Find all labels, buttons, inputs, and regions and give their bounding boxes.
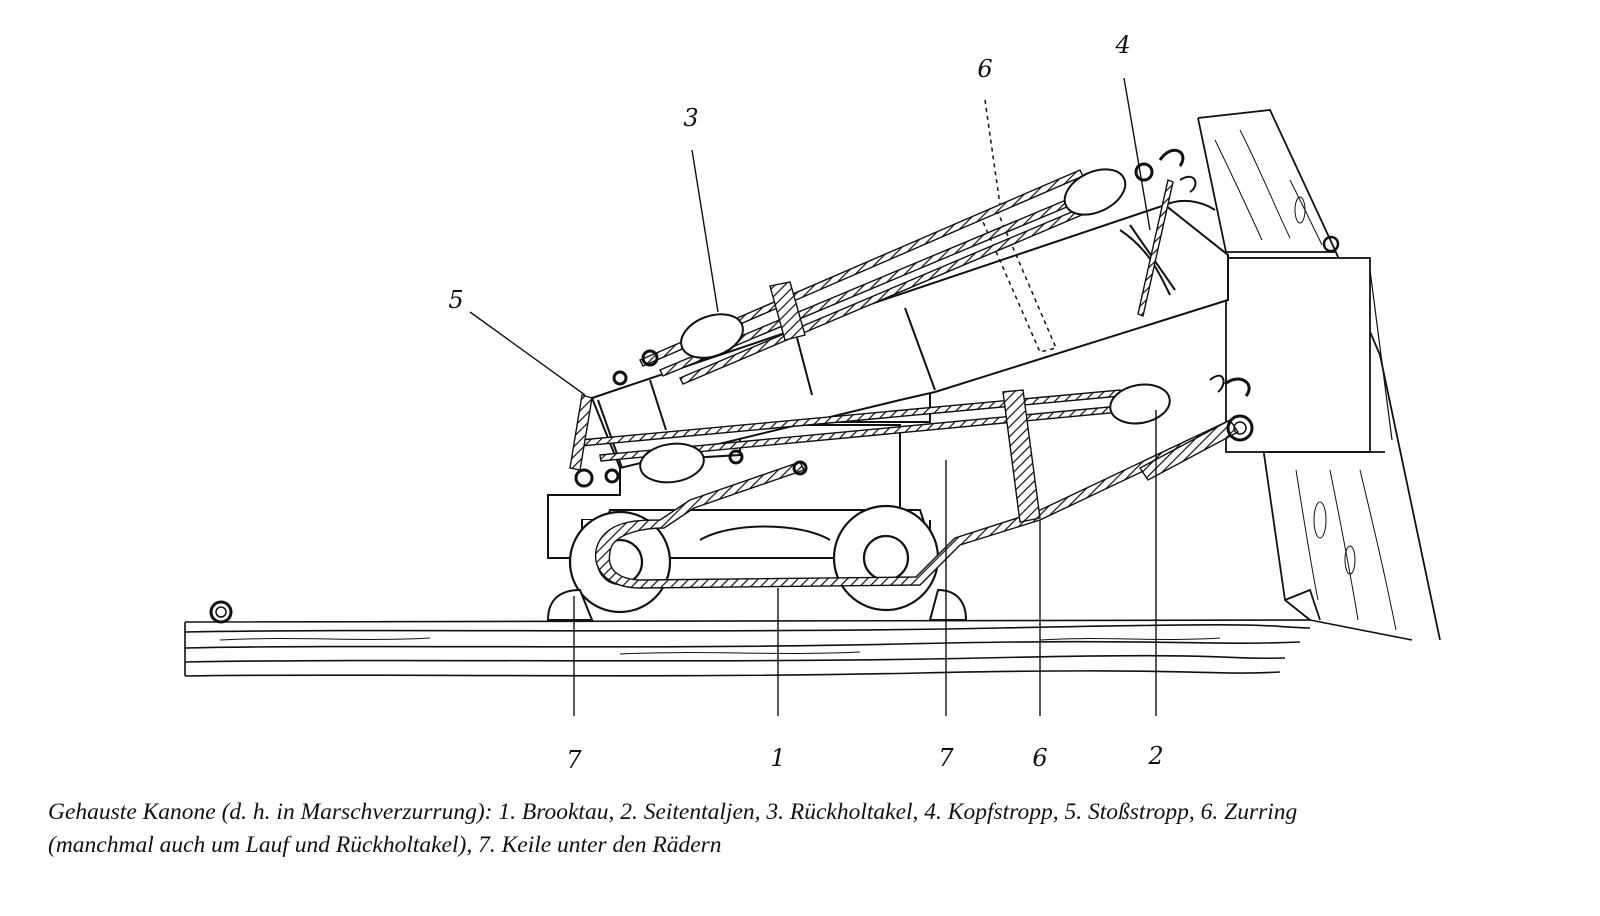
seizing-upper bbox=[769, 281, 806, 341]
figure-caption: Gehauste Kanone (d. h. in Marschverzurru… bbox=[48, 796, 1568, 862]
lashed-cannon-diagram: 6 4 3 5 7 1 7 6 2 bbox=[184, 31, 1441, 774]
deck bbox=[184, 619, 1413, 677]
head-strop bbox=[1137, 179, 1174, 317]
caption-line-1: Gehauste Kanone (d. h. in Marschverzurru… bbox=[48, 799, 1298, 825]
front-wheel bbox=[832, 504, 940, 612]
hull-side bbox=[1197, 109, 1441, 641]
label-7-bottom-right: 7 bbox=[938, 744, 954, 772]
leader-5 bbox=[469, 311, 586, 396]
label-1-bottom: 1 bbox=[770, 744, 785, 772]
rigging-ropes bbox=[569, 169, 1240, 589]
pulley-blocks bbox=[639, 168, 1171, 484]
recoil-tackle-block-upper bbox=[1063, 168, 1127, 216]
hooks-rings bbox=[574, 148, 1254, 488]
leader-lines bbox=[469, 77, 1157, 716]
deck-ring-bolt bbox=[209, 600, 233, 624]
leader-4 bbox=[1123, 77, 1151, 231]
label-5-left: 5 bbox=[448, 286, 463, 314]
side-tackle-block-front bbox=[1109, 383, 1171, 425]
wheel-chocks bbox=[546, 588, 968, 621]
label-4-top: 4 bbox=[1114, 31, 1130, 59]
muzzle-strop bbox=[569, 394, 593, 471]
label-6-top: 6 bbox=[977, 55, 992, 83]
lashing-ring-dashed bbox=[979, 99, 1058, 353]
number-labels: 6 4 3 5 7 1 7 6 2 bbox=[448, 31, 1163, 774]
label-6-bottom: 6 bbox=[1032, 744, 1047, 772]
recoil-tackle-block-lower bbox=[680, 313, 744, 359]
seizing-lower bbox=[1002, 389, 1041, 523]
side-tackle-block-rear bbox=[639, 442, 705, 484]
label-3-top: 3 bbox=[683, 104, 698, 132]
caption-line-2: (manchmal auch um Lauf und Rückholtakel)… bbox=[48, 832, 722, 858]
leader-3 bbox=[691, 149, 719, 313]
label-2-bottom: 2 bbox=[1147, 742, 1163, 770]
label-7-bottom-left: 7 bbox=[566, 746, 582, 774]
